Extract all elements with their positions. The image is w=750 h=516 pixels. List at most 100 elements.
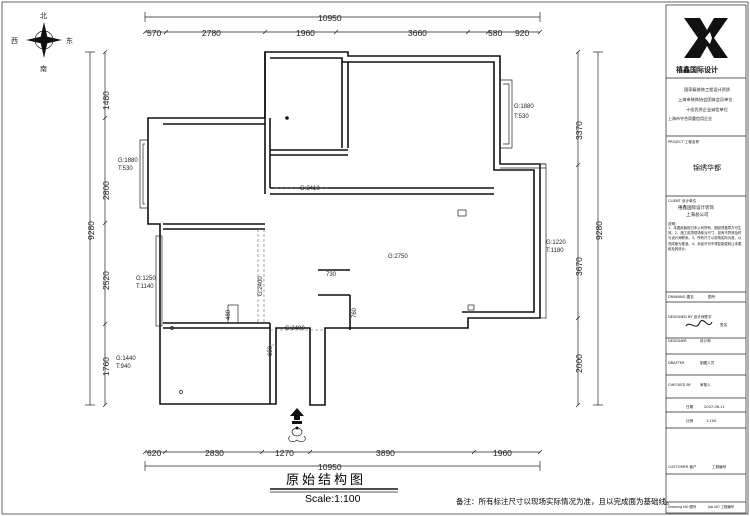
designer-value: 设计师 xyxy=(700,338,711,343)
honor-1: 国家级装饰工程设计资质 xyxy=(684,86,730,93)
right-dim-3: 2000 xyxy=(574,354,584,373)
top-dim-1: 570 xyxy=(147,28,161,38)
dimension-tick xyxy=(142,29,148,35)
dimension-tick xyxy=(537,449,543,455)
signature-mark xyxy=(685,320,713,327)
top-dimension-lines: 10950 570 2780 1960 3660 580 920 xyxy=(142,12,543,38)
footer-left: Drawing NO 图号 xyxy=(668,504,697,509)
dimension-tick xyxy=(259,449,265,455)
left-dimension-lines: 9280 1480 2800 2520 1760 xyxy=(85,49,111,408)
meter-symbol xyxy=(467,304,475,311)
sign-value: 签名 xyxy=(720,322,728,327)
window-left-top-t: T:530 xyxy=(118,166,133,172)
dimension-tick xyxy=(575,49,581,55)
dimension-tick xyxy=(537,29,543,35)
left-dim-1: 1480 xyxy=(101,91,111,110)
dim-730-label: 730 xyxy=(326,272,337,278)
bottom-dim-4: 3890 xyxy=(376,448,395,458)
scale-tb-value: 1:100 xyxy=(706,419,717,423)
company-name: 禧鑫国际设计 xyxy=(676,65,718,74)
date-label: 日期 xyxy=(686,404,694,409)
dimension-tick xyxy=(307,449,313,455)
honor-2: 上海市装饰协会团体会员单位 xyxy=(678,96,732,103)
top-dim-5: 580 xyxy=(488,28,502,38)
scale-tb-label: 比例 xyxy=(686,418,694,423)
entrance-arrow-icon xyxy=(290,408,304,424)
left-dim-4: 1760 xyxy=(101,357,111,376)
compass-west: 西 xyxy=(11,37,18,45)
right-dim-1: 3370 xyxy=(574,121,584,140)
drain-symbol-2 xyxy=(179,390,183,394)
dimension-tick xyxy=(575,402,581,408)
dimension-tick xyxy=(102,402,108,408)
client-company-2: 上海总公司 xyxy=(686,211,709,218)
left-dim-2: 2800 xyxy=(101,181,111,200)
compass-rose: 北 南 东 西 xyxy=(11,12,73,73)
window-left-bottom-t: T:940 xyxy=(116,364,131,370)
window-left-mid-g: G:1250 xyxy=(136,276,156,282)
balcony-right xyxy=(500,163,547,319)
beam-2400-bottom-label: G:2400 xyxy=(285,326,305,332)
dimension-tick xyxy=(102,321,108,327)
dimension-tick xyxy=(485,29,491,35)
sheet-value: 工程编号 xyxy=(712,464,727,469)
window-left-bottom-g: G:1440 xyxy=(116,356,136,362)
dimension-tick xyxy=(465,29,471,35)
dimension-tick xyxy=(163,29,169,35)
bottom-dim-3: 1270 xyxy=(275,448,294,458)
notes-label: 说明： xyxy=(668,221,679,226)
drawing-title: 原始结构图 xyxy=(286,473,366,488)
bottom-dim-1: 620 xyxy=(147,448,161,458)
footer-right: Job NO 工程编号 xyxy=(707,504,735,509)
pipe-symbol xyxy=(285,116,289,120)
bottom-total-dim: 10950 xyxy=(318,462,342,472)
top-dim-4: 3660 xyxy=(408,28,427,38)
height-2750-label: G:2750 xyxy=(388,254,408,260)
window-right-top-g: G:1880 xyxy=(514,104,534,110)
right-dimension-lines: 3370 3670 2000 9280 xyxy=(574,49,604,408)
drawing-label: DRAWING 图名 xyxy=(668,294,694,299)
dimension-tick xyxy=(471,449,477,455)
checker-label: CHECKED BY xyxy=(668,383,692,387)
beam-2410-label: G:2410 xyxy=(300,186,320,192)
dim-480-label: 480 xyxy=(226,309,232,320)
drafter-label: DRAFTER xyxy=(668,361,685,365)
drawing-value: 图号 xyxy=(708,294,716,299)
top-dim-2: 2780 xyxy=(202,28,221,38)
window-left-mid-t: T:1140 xyxy=(136,284,154,290)
beam-2400-vertical-label: G:2400 xyxy=(258,276,264,296)
bay-window-right xyxy=(500,79,513,149)
dimension-tick xyxy=(333,29,339,35)
person-icon xyxy=(288,426,306,442)
bottom-dim-2: 2830 xyxy=(205,448,224,458)
notes-text: 1、本图纸版权归本公司所有，图纸须盖章方可生效。2、施工前须现场核对尺寸，如有不… xyxy=(668,226,742,251)
scale-label: Scale:1:100 xyxy=(305,493,361,505)
title-block: 禧鑫国际设计 国家级装饰工程设计资质 上海市装饰协会团体会员单位 十佳优秀企业诚… xyxy=(665,4,747,514)
right-dim-2: 3670 xyxy=(574,257,584,276)
sign-label: DESIGNED BY 设计师签字 xyxy=(668,314,712,319)
client-company: 禧鑫国际设计装饰 xyxy=(678,204,714,211)
honor-3: 十佳优秀企业诚信单位 xyxy=(686,106,728,113)
window-right-mid-g: G:1220 xyxy=(546,240,566,246)
dim-690-label: 690 xyxy=(268,345,274,356)
top-dim-3: 1960 xyxy=(296,28,315,38)
top-dim-6: 920 xyxy=(515,28,529,38)
compass-south: 南 xyxy=(40,64,47,73)
dimension-tick xyxy=(162,449,168,455)
compass-east: 东 xyxy=(66,36,73,45)
window-left-top-g: G:1880 xyxy=(118,158,138,164)
right-total-dim: 9280 xyxy=(594,221,604,240)
window-right-mid-t: T:1180 xyxy=(546,248,564,254)
beam-lines xyxy=(257,187,330,346)
dimension-tick xyxy=(102,115,108,121)
window-right-top-t: T:530 xyxy=(514,114,529,120)
drain-symbol xyxy=(170,326,174,330)
dimension-tick xyxy=(102,49,108,55)
left-total-dim: 9280 xyxy=(86,221,96,240)
left-dim-3: 2520 xyxy=(101,271,111,290)
top-total-dim: 10950 xyxy=(318,13,342,23)
dimension-tick xyxy=(262,29,268,35)
drafter-value: 制图人员 xyxy=(700,360,715,365)
